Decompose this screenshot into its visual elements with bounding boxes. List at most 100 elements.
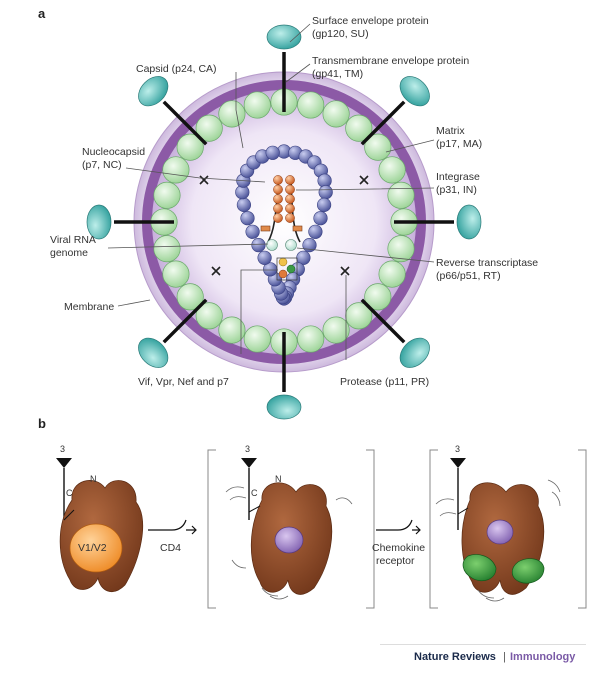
nucleocapsid-protein	[273, 194, 283, 204]
transmembrane-stem	[162, 100, 208, 146]
matrix-protein	[162, 260, 190, 288]
membrane-anchor-triangle	[241, 458, 257, 468]
journal-section: Immunology	[510, 651, 576, 663]
coreceptor-lobe	[462, 554, 497, 582]
matrix-protein	[364, 133, 392, 161]
label-line: Transmembrane envelope protein	[312, 55, 469, 67]
chemokine-label: Chemokine receptor	[372, 542, 428, 567]
surface-glycoprotein	[138, 76, 169, 107]
label-line: Chemokine	[372, 542, 425, 554]
leader-matrix	[385, 139, 435, 153]
journal-name: Nature Reviews	[414, 651, 496, 663]
bracket-right	[578, 449, 587, 609]
matrix-protein	[297, 325, 325, 353]
accessory-protein-ball	[278, 269, 288, 279]
motion-mark	[261, 587, 279, 597]
stem-label: 3	[60, 444, 65, 454]
leader-accessory	[240, 269, 278, 354]
motion-mark	[231, 559, 247, 569]
capsid-protein	[245, 224, 260, 239]
label-integrase: Integrase (p31, IN)	[436, 171, 483, 196]
matrix-protein	[176, 133, 204, 161]
arrow-coreceptor-binding: Chemokine receptor	[372, 519, 428, 567]
matrix-protein	[195, 114, 223, 142]
matrix-protein	[243, 325, 271, 353]
n-terminus-label: N	[90, 474, 97, 484]
integrase-block	[260, 225, 271, 232]
stem-label: 3	[245, 444, 250, 454]
v1v2-loop	[69, 523, 123, 573]
matrix-protein	[162, 156, 190, 184]
label-reverse-transcriptase: Reverse transcriptase (p66/p51, RT)	[436, 257, 541, 282]
label-capsid: Capsid (p24, CA)	[136, 63, 217, 75]
protease-marks	[199, 175, 369, 276]
surface-glycoprotein	[266, 394, 302, 420]
matrix-protein	[387, 181, 415, 209]
surface-glycoprotein	[138, 337, 169, 368]
matrix-protein	[195, 302, 223, 330]
labels-panel-a: Surface envelope protein (gp120, SU) Tra…	[50, 15, 541, 388]
n-terminus-label: N	[275, 474, 282, 484]
surface-glycoprotein	[266, 24, 302, 50]
motion-mark	[485, 597, 505, 602]
leader-integrase	[296, 187, 435, 191]
capsid-protein	[257, 250, 272, 265]
gp120-unbound: 3 V1/V2 C N	[56, 444, 143, 593]
label-matrix: Matrix (p17, MA)	[436, 125, 482, 150]
surface-glycoprotein	[399, 337, 430, 368]
matrix-protein	[218, 316, 246, 344]
motion-marks	[435, 479, 561, 602]
label-protease: Protease (p11, PR)	[340, 376, 429, 388]
capsid-protein	[308, 224, 323, 239]
matrix-protein	[243, 91, 271, 119]
arrow-head	[186, 525, 197, 535]
capsid-protein	[313, 211, 328, 226]
v1v2-label: V1/V2	[78, 542, 107, 554]
journal-credit: Nature Reviews | Immunology	[380, 644, 586, 663]
capsid-protein	[251, 238, 266, 253]
leader-su	[289, 23, 311, 43]
credit-rule	[380, 644, 586, 645]
label-line: Nucleocapsid	[82, 146, 145, 158]
panel-a-label: a	[38, 6, 46, 21]
label-line: Protease (p11, PR)	[340, 376, 429, 388]
label-line: (gp41, TM)	[312, 68, 363, 80]
matrix-protein	[345, 302, 373, 330]
matrix-protein	[176, 283, 204, 311]
label-line: genome	[50, 247, 88, 259]
arrow-shaft	[376, 519, 413, 531]
integrase-block	[292, 225, 303, 232]
leader-tm	[285, 63, 311, 83]
journal-separator: |	[503, 651, 506, 663]
membrane-anchor-triangle	[56, 458, 72, 468]
membrane-anchor-triangle	[450, 458, 466, 468]
protease-cross	[199, 175, 209, 185]
bracket-right	[366, 449, 375, 609]
transmembrane-stem	[360, 298, 406, 344]
label-viral-rna: Viral RNA genome	[50, 234, 98, 259]
coreceptor-lobe	[511, 558, 545, 584]
envelope-spikes	[86, 24, 482, 420]
label-accessory-proteins: Vif, Vpr, Nef and p7	[138, 376, 229, 388]
capsid-protein	[265, 145, 280, 160]
label-line: Integrase	[436, 171, 480, 183]
accessory-protein-ball	[278, 257, 288, 267]
nucleocapsid-beads	[273, 175, 295, 223]
nucleocapsid-protein	[285, 175, 295, 185]
protease-cross	[211, 266, 221, 276]
nucleocapsid-protein	[273, 213, 283, 223]
leader-lines	[107, 23, 435, 360]
label-line: (p31, IN)	[436, 184, 477, 196]
gp120-link	[248, 505, 261, 513]
label-line: Membrane	[64, 301, 114, 313]
arrow-shaft	[148, 519, 187, 531]
matrix-protein	[345, 114, 373, 142]
motion-mark	[269, 595, 289, 600]
tip-cluster-frame	[276, 257, 298, 281]
label-line: Capsid (p24, CA)	[136, 63, 217, 75]
label-line: receptor	[376, 555, 415, 567]
motion-mark	[335, 497, 353, 505]
matrix-protein	[153, 181, 181, 209]
label-line: (p7, NC)	[82, 159, 122, 171]
